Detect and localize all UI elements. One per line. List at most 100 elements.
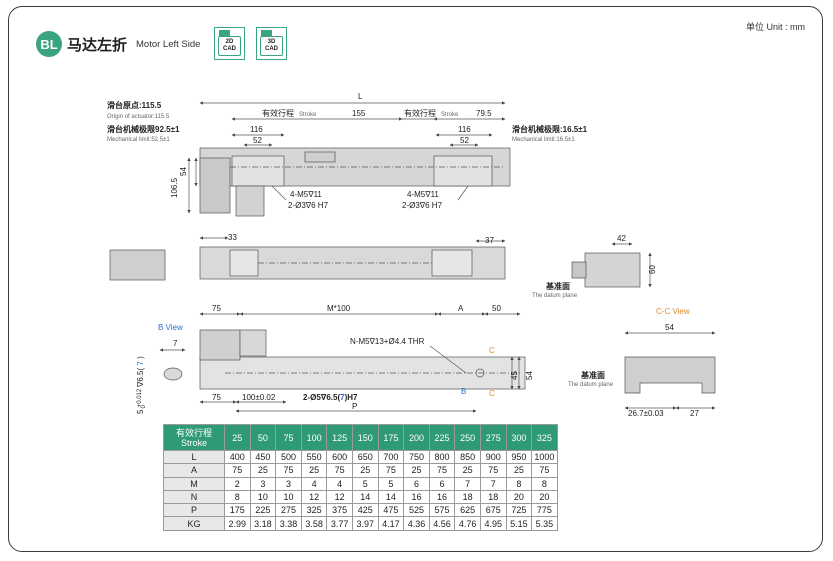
table-cell: 20	[505, 489, 533, 505]
folder-tab-icon	[219, 30, 230, 36]
table-cell: 225	[249, 503, 277, 518]
table-cell: 75	[326, 463, 353, 478]
table-cell: 20	[531, 489, 558, 505]
stroke-label-left: 有效行程	[262, 108, 294, 118]
view-b-marker: B	[461, 387, 466, 396]
table-cell: 450	[249, 449, 277, 465]
table-cell: 375	[326, 503, 353, 518]
dim-33: 33	[228, 233, 237, 242]
folder-tab-icon	[261, 30, 272, 36]
table-cell: 475	[377, 503, 405, 518]
table-cell: 4	[326, 476, 353, 491]
table-cell: 575	[428, 503, 456, 518]
table-cell: 6	[428, 476, 456, 491]
row-label: A	[163, 463, 225, 478]
cad-3d-line2: CAD	[265, 46, 278, 52]
dim-37: 37	[485, 236, 494, 245]
hole-d3-right: 2-Ø3∇6 H7	[402, 201, 443, 210]
table-cell: 75	[377, 463, 405, 478]
dim-116-right: 116	[458, 125, 471, 134]
row-label: M	[163, 476, 225, 491]
unit-label: 单位 Unit : mm	[745, 22, 805, 32]
table-cell: 5	[377, 476, 405, 491]
dim-50: 50	[492, 304, 501, 313]
dim-P: P	[352, 402, 357, 411]
table-cell: 175	[224, 503, 251, 518]
dim-tol-slot: 5 +0.012 0 ∇6.5( 7 )	[134, 356, 147, 414]
table-cell: 7	[454, 476, 481, 491]
hole-d3-left: 2-Ø3∇6 H7	[288, 201, 329, 210]
table-cell: 500	[275, 449, 302, 465]
table-cell: 25	[300, 463, 328, 478]
row-label: N	[163, 489, 225, 505]
dim-155: 155	[352, 109, 366, 118]
table-cell: 950	[505, 449, 533, 465]
stroke-header-cn: 有效行程	[175, 427, 212, 438]
bottom-view	[159, 312, 716, 413]
slider-left	[231, 155, 285, 187]
hole-2m5-post: )H7	[345, 393, 358, 402]
stroke-col-header: 250	[454, 424, 481, 451]
stroke-col-header: 225	[428, 424, 456, 451]
hole-2m5-val: 7	[340, 393, 345, 402]
slider-right	[433, 155, 493, 187]
table-cell: 18	[479, 489, 507, 505]
cad-3d-icon: 3D CAD	[260, 36, 283, 56]
dim-26-7: 26.7±0.03	[628, 409, 664, 418]
stroke-col-header: 75	[275, 424, 302, 451]
table-cell: 16	[428, 489, 456, 505]
stroke-col-header: 325	[531, 424, 558, 451]
table-cell: 16	[403, 489, 430, 505]
title-english: Motor Left Side	[136, 39, 201, 50]
table-cell: 3.38	[275, 516, 302, 531]
thread-label: N-M5∇13+Ø4.4 THR	[350, 337, 425, 346]
dim-tol-depth-post: )	[136, 356, 145, 359]
model-badge: BL	[36, 31, 62, 57]
table-cell: 725	[505, 503, 533, 518]
table-cell: 4.36	[403, 516, 430, 531]
table-cell: 525	[403, 503, 430, 518]
table-cell: 3.77	[326, 516, 353, 531]
dim-52-left: 52	[253, 136, 262, 145]
stroke-col-header: 125	[326, 424, 353, 451]
table-cell: 850	[454, 449, 481, 465]
b-view-slot	[163, 367, 183, 381]
dim-A: A	[458, 304, 464, 313]
table-cell: 75	[428, 463, 456, 478]
datum-label-cc: 基准面	[580, 370, 605, 380]
dim-tol-sub: 0	[141, 405, 147, 409]
mech-limit-right-en: Mechanical limit:16.5±1	[512, 137, 575, 143]
table-cell: 8	[531, 476, 558, 491]
cad-2d-button[interactable]: 2D CAD	[214, 27, 245, 60]
motor-housing	[199, 157, 231, 214]
table-cell: 325	[300, 503, 328, 518]
row-label: P	[163, 503, 225, 518]
stroke-label-left-en: Stroke	[299, 112, 317, 118]
end-view	[584, 252, 641, 288]
table-cell: 1000	[531, 449, 558, 465]
dim-27: 27	[690, 409, 699, 418]
table-cell: 7	[479, 476, 507, 491]
table-cell: 25	[403, 463, 430, 478]
table-cell: 25	[351, 463, 379, 478]
mech-limit-left: 滑台机械极限92.5±1	[107, 124, 180, 134]
dim-106-5: 106.5	[170, 177, 179, 198]
dim-L: L	[358, 92, 363, 101]
table-cell: 75	[479, 463, 507, 478]
stroke-col-header: 25	[224, 424, 251, 451]
datum-label-top: 基准面	[545, 281, 570, 291]
cad-3d-line1: 3D	[267, 39, 276, 45]
table-cell: 425	[351, 503, 379, 518]
table-cell: 8	[505, 476, 533, 491]
cad-3d-button[interactable]: 3D CAD	[256, 27, 287, 60]
hole-2m5: 2-Ø5∇6.5(7)H7	[303, 393, 358, 402]
table-cell: 3.18	[249, 516, 277, 531]
section-c-top: C	[489, 346, 495, 355]
table-cell: 3	[249, 476, 277, 491]
